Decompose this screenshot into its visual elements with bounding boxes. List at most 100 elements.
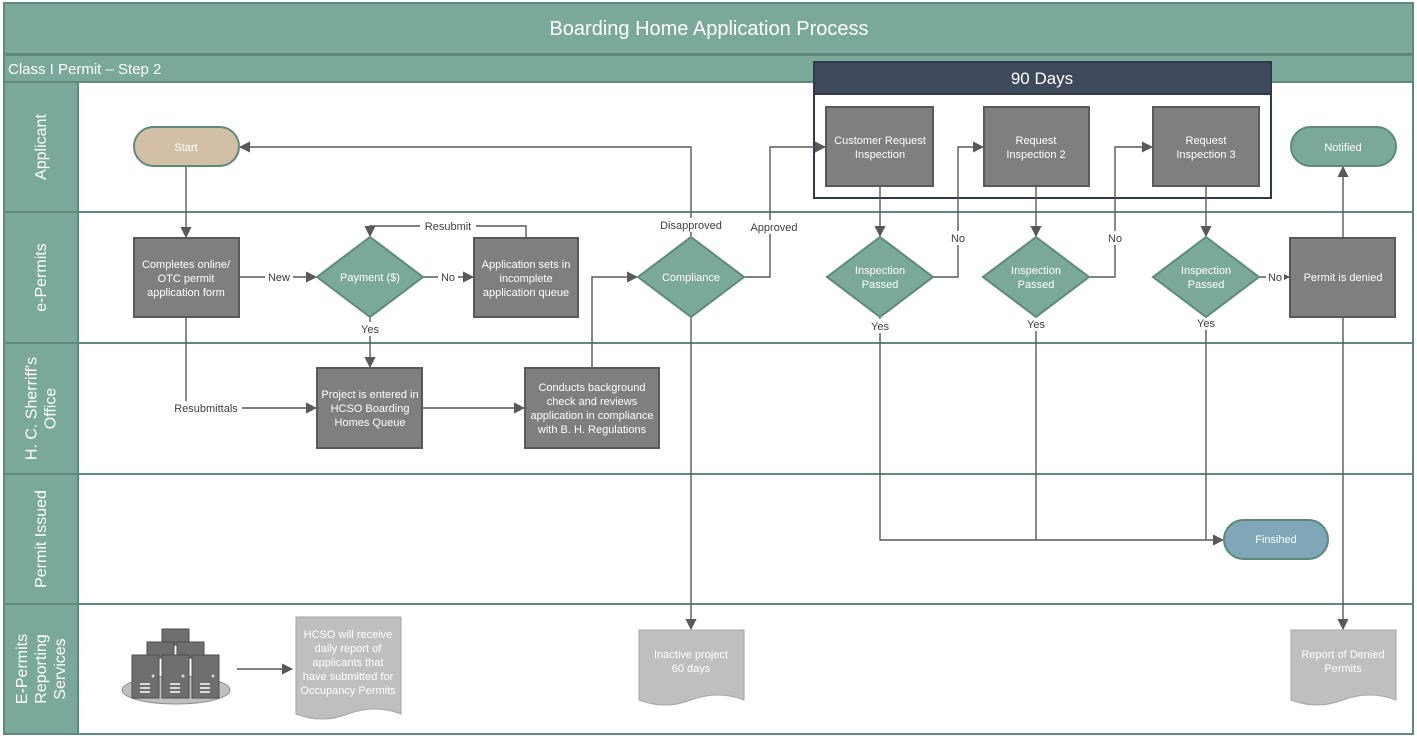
node-start (133, 126, 240, 167)
edge-approved (745, 141, 827, 278)
connectors (180, 141, 1349, 675)
node-label-background: Conducts background check and reviews appl… (531, 382, 654, 436)
edge-label-approved: Approved (750, 222, 797, 234)
lane-label-line: Applicant (33, 114, 50, 180)
node-daily-report (295, 616, 402, 720)
node-label-line: Inspection 2 (1006, 149, 1065, 161)
lane-label-epermits: e-Permits (33, 243, 50, 311)
node-label-line: Notified (1324, 142, 1361, 154)
lane-header-sheriff (3, 342, 79, 475)
node-label-line: application in compliance (531, 410, 654, 422)
node-payment (315, 235, 425, 319)
node-background (524, 367, 660, 449)
node-label-line: Homes Queue (335, 417, 406, 429)
edge-label-yes2: Yes (1027, 319, 1045, 331)
node-label-line: Start (174, 142, 197, 154)
node-label-line: Inspection (855, 265, 905, 277)
lane-label-applicant: Applicant (33, 114, 50, 180)
node-label-line: Request (1186, 135, 1227, 147)
node-finished (1223, 519, 1329, 560)
node-label-line: Inspection 3 (1176, 149, 1235, 161)
node-label-line: Passed (862, 279, 899, 291)
edge-label-no2: No (1108, 233, 1122, 245)
lane-label-line: Permit Issued (33, 490, 50, 588)
node-completes (133, 237, 240, 318)
lane-label-line: Reporting (33, 634, 50, 703)
node-request2 (983, 106, 1090, 187)
node-insp1 (825, 235, 935, 319)
node-label-daily-report: HCSO will receive daily report of applican… (300, 629, 396, 697)
node-label-line: Inspection (1181, 265, 1231, 277)
period-label: 90 Days (1011, 69, 1073, 88)
lane-label-line: Office (43, 388, 60, 430)
node-request3 (1152, 106, 1260, 187)
node-hcso-queue (316, 367, 423, 449)
edge-background-compliance (591, 271, 639, 367)
edge-insp1-finished (879, 318, 1225, 546)
lane-label-line: E-Permits (14, 634, 31, 704)
edge-insp1-request2 (933, 141, 985, 278)
node-label-line: Inspection (1011, 265, 1061, 277)
node-label-line: incomplete (499, 273, 552, 285)
node-label-line: application form (147, 287, 225, 299)
node-label-start: Start (174, 142, 197, 154)
node-insp2 (981, 235, 1091, 319)
node-label-inactive: Inactive project 60 days (654, 649, 728, 675)
edge-label-no3: No (1268, 272, 1282, 284)
node-label-line: HCSO Boarding (331, 403, 410, 415)
node-label-line: Project is entered in (321, 389, 418, 401)
edge-disapproved (238, 141, 692, 236)
node-label-line: Inactive project (654, 649, 728, 661)
node-label-line: Conducts background (538, 382, 645, 394)
node-label-line: HCSO will receive (304, 629, 393, 641)
lane-header-applicant (3, 81, 79, 213)
node-label-line: applicants that (313, 657, 384, 669)
subtitle: Class I Permit – Step 2 (8, 61, 161, 78)
node-label-line: Inspection (855, 149, 905, 161)
node-label-line: Passed (1188, 279, 1225, 291)
edge-label-yes-payment: Yes (361, 324, 379, 336)
node-compliance (636, 235, 746, 319)
node-label-line: Completes online/ (142, 259, 231, 271)
node-label-line: OTC permit (158, 273, 215, 285)
node-label-completes: Completes online/OTC permit application f… (142, 259, 231, 299)
node-label-line: check and reviews (547, 396, 638, 408)
node-label-line: Finsihed (1255, 534, 1297, 546)
node-label-payment: Payment ($) (340, 272, 400, 284)
node-label-line: Request (1016, 135, 1057, 147)
edge-label-resubmit: Resubmit (425, 221, 471, 233)
edge-label-resubmittals: Resubmittals (174, 403, 238, 415)
node-label-line: have submitted for (303, 671, 394, 683)
lane-label-line: H. C. Sherriff's (24, 357, 41, 460)
node-label-compliance: Compliance (662, 272, 720, 284)
node-label-line: Permit is denied (1304, 272, 1383, 284)
node-incomplete (473, 237, 579, 318)
lane-header-reporting (3, 603, 79, 735)
edge-label-disapproved: Disapproved (660, 220, 722, 232)
node-label-line: 60 days (672, 663, 711, 675)
node-label-line: Permits (1324, 663, 1362, 675)
node-label-line: with B. H. Regulations (537, 424, 647, 436)
server-icon (121, 628, 231, 705)
node-denied-report (1290, 629, 1397, 706)
node-customer-request (825, 106, 934, 187)
node-inactive (638, 629, 745, 706)
node-label-line: application queue (483, 287, 569, 299)
page-title: Boarding Home Application Process (549, 18, 868, 40)
edge-label-yes1: Yes (871, 321, 889, 333)
title-bar (3, 2, 1414, 55)
node-label-line: Compliance (662, 272, 720, 284)
node-label-line: daily report of (315, 643, 383, 655)
